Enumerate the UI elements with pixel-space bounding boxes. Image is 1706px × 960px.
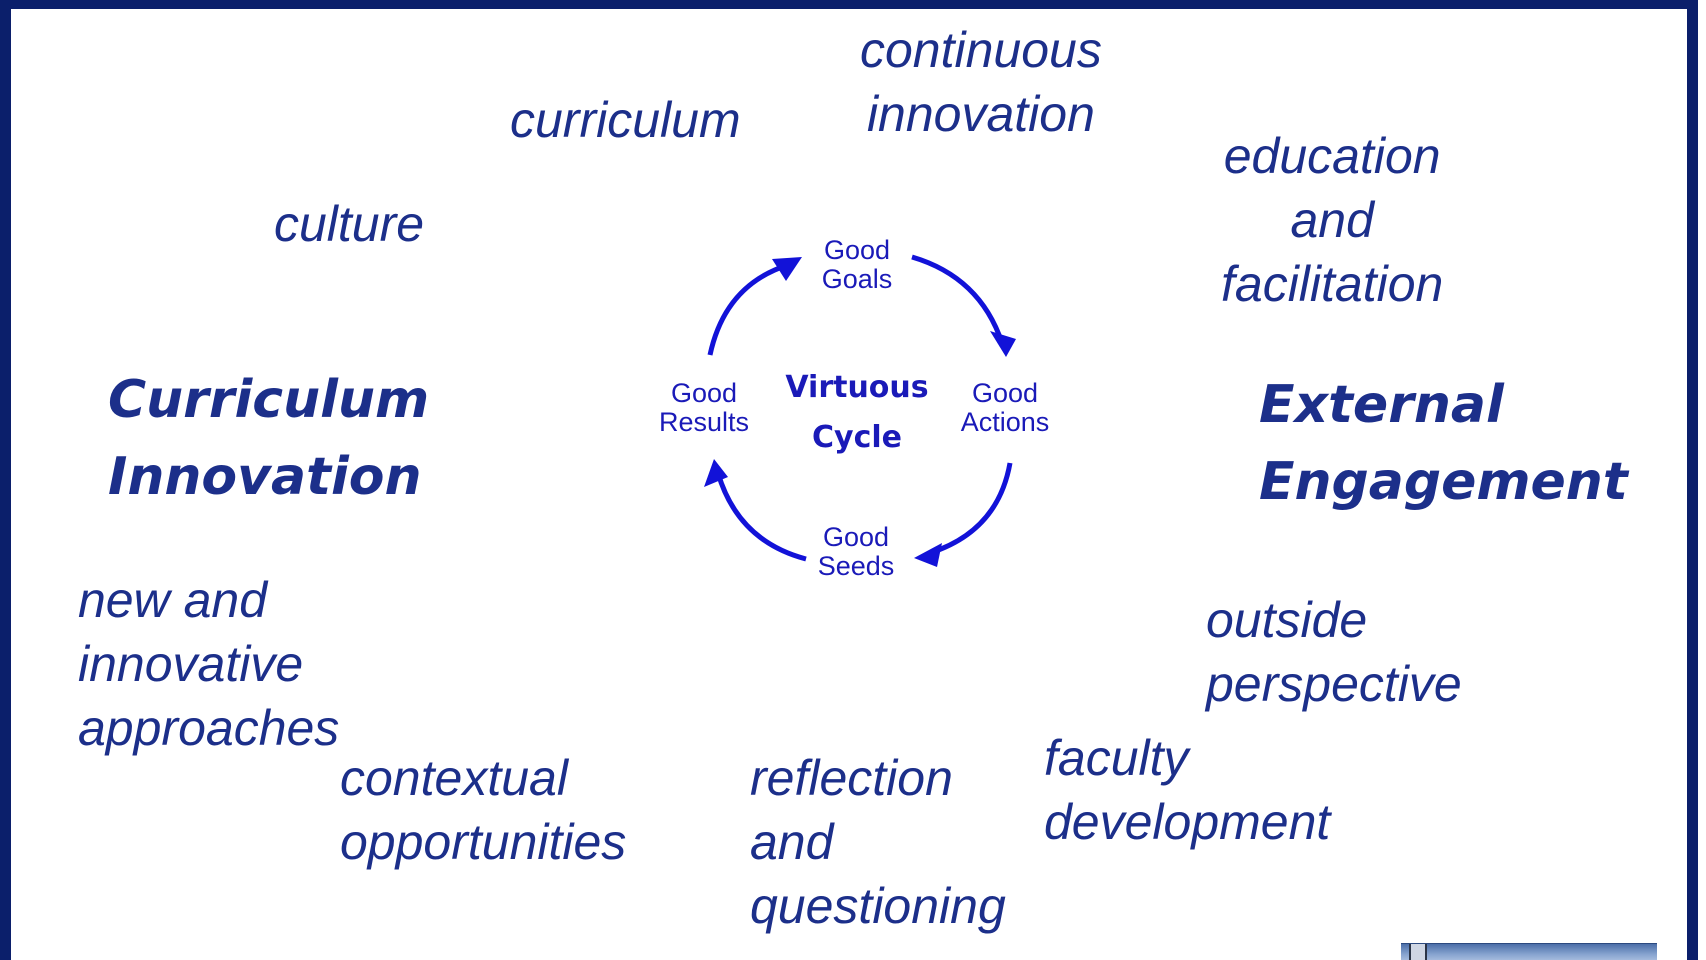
node-seeds-line1: Good bbox=[823, 522, 889, 552]
node-actions-line2: Actions bbox=[961, 407, 1050, 437]
arrowhead-goals bbox=[772, 257, 802, 281]
word-line: continuous bbox=[860, 22, 1102, 78]
word-line: faculty bbox=[1044, 730, 1189, 786]
word-continuous-innovation: continuous innovation bbox=[860, 18, 1102, 146]
word-curriculum: curriculum bbox=[510, 88, 741, 152]
heading-line: Engagement bbox=[1259, 452, 1628, 512]
word-line: outside bbox=[1206, 592, 1368, 648]
arrow-actions-to-seeds bbox=[929, 462, 1013, 556]
node-results-line2: Results bbox=[659, 407, 749, 437]
cycle-center-line1: Virtuous bbox=[785, 370, 928, 405]
virtuous-cycle-diagram: Good Goals Good Actions Good Seeds Good … bbox=[659, 235, 1050, 581]
node-actions-line1: Good bbox=[972, 378, 1038, 408]
heading-line: Innovation bbox=[108, 447, 422, 507]
heading-line: Curriculum bbox=[108, 370, 430, 430]
word-education-facilitation: education and facilitation bbox=[1221, 124, 1443, 316]
word-line: new and bbox=[78, 572, 268, 628]
photo-thumbnail bbox=[1401, 943, 1657, 960]
word-line: opportunities bbox=[340, 814, 627, 870]
word-line: innovation bbox=[866, 86, 1095, 142]
word-line: questioning bbox=[750, 878, 1006, 934]
word-faculty-development: faculty development bbox=[1044, 726, 1330, 854]
arrow-seeds-to-results bbox=[715, 472, 807, 562]
word-culture: culture bbox=[274, 192, 424, 256]
arrowhead-results bbox=[704, 459, 728, 487]
node-goals-line2: Goals bbox=[822, 264, 893, 294]
photo-pole bbox=[1409, 944, 1427, 960]
word-new-approaches: new and innovative approaches bbox=[78, 568, 339, 760]
arrow-results-to-goals bbox=[707, 262, 789, 356]
word-line: facilitation bbox=[1221, 256, 1444, 312]
word-line: education bbox=[1223, 128, 1441, 184]
word-line: and bbox=[750, 814, 834, 870]
arrow-goals-to-actions bbox=[911, 254, 1005, 344]
word-contextual-opportunities: contextual opportunities bbox=[340, 746, 626, 874]
word-line: approaches bbox=[78, 700, 340, 756]
word-line: culture bbox=[274, 196, 425, 252]
word-line: reflection bbox=[750, 750, 953, 806]
word-reflection-questioning: reflection and questioning bbox=[750, 746, 1006, 938]
node-goals-line1: Good bbox=[824, 235, 890, 265]
word-line: and bbox=[1290, 192, 1374, 248]
node-seeds-line2: Seeds bbox=[818, 551, 895, 581]
arrowhead-seeds bbox=[914, 543, 942, 567]
heading-curriculum-innovation: Curriculum Innovation bbox=[108, 362, 429, 516]
word-line: perspective bbox=[1206, 656, 1462, 712]
word-line: innovative bbox=[78, 636, 304, 692]
cycle-center-line2: Cycle bbox=[812, 420, 902, 455]
word-line: contextual bbox=[340, 750, 568, 806]
node-results-line1: Good bbox=[671, 378, 737, 408]
arrowhead-actions bbox=[990, 331, 1016, 357]
word-outside-perspective: outside perspective bbox=[1206, 588, 1462, 716]
heading-line: External bbox=[1259, 375, 1504, 435]
heading-external-engagement: External Engagement bbox=[1259, 367, 1628, 521]
word-line: curriculum bbox=[510, 92, 741, 148]
word-line: development bbox=[1044, 794, 1331, 850]
